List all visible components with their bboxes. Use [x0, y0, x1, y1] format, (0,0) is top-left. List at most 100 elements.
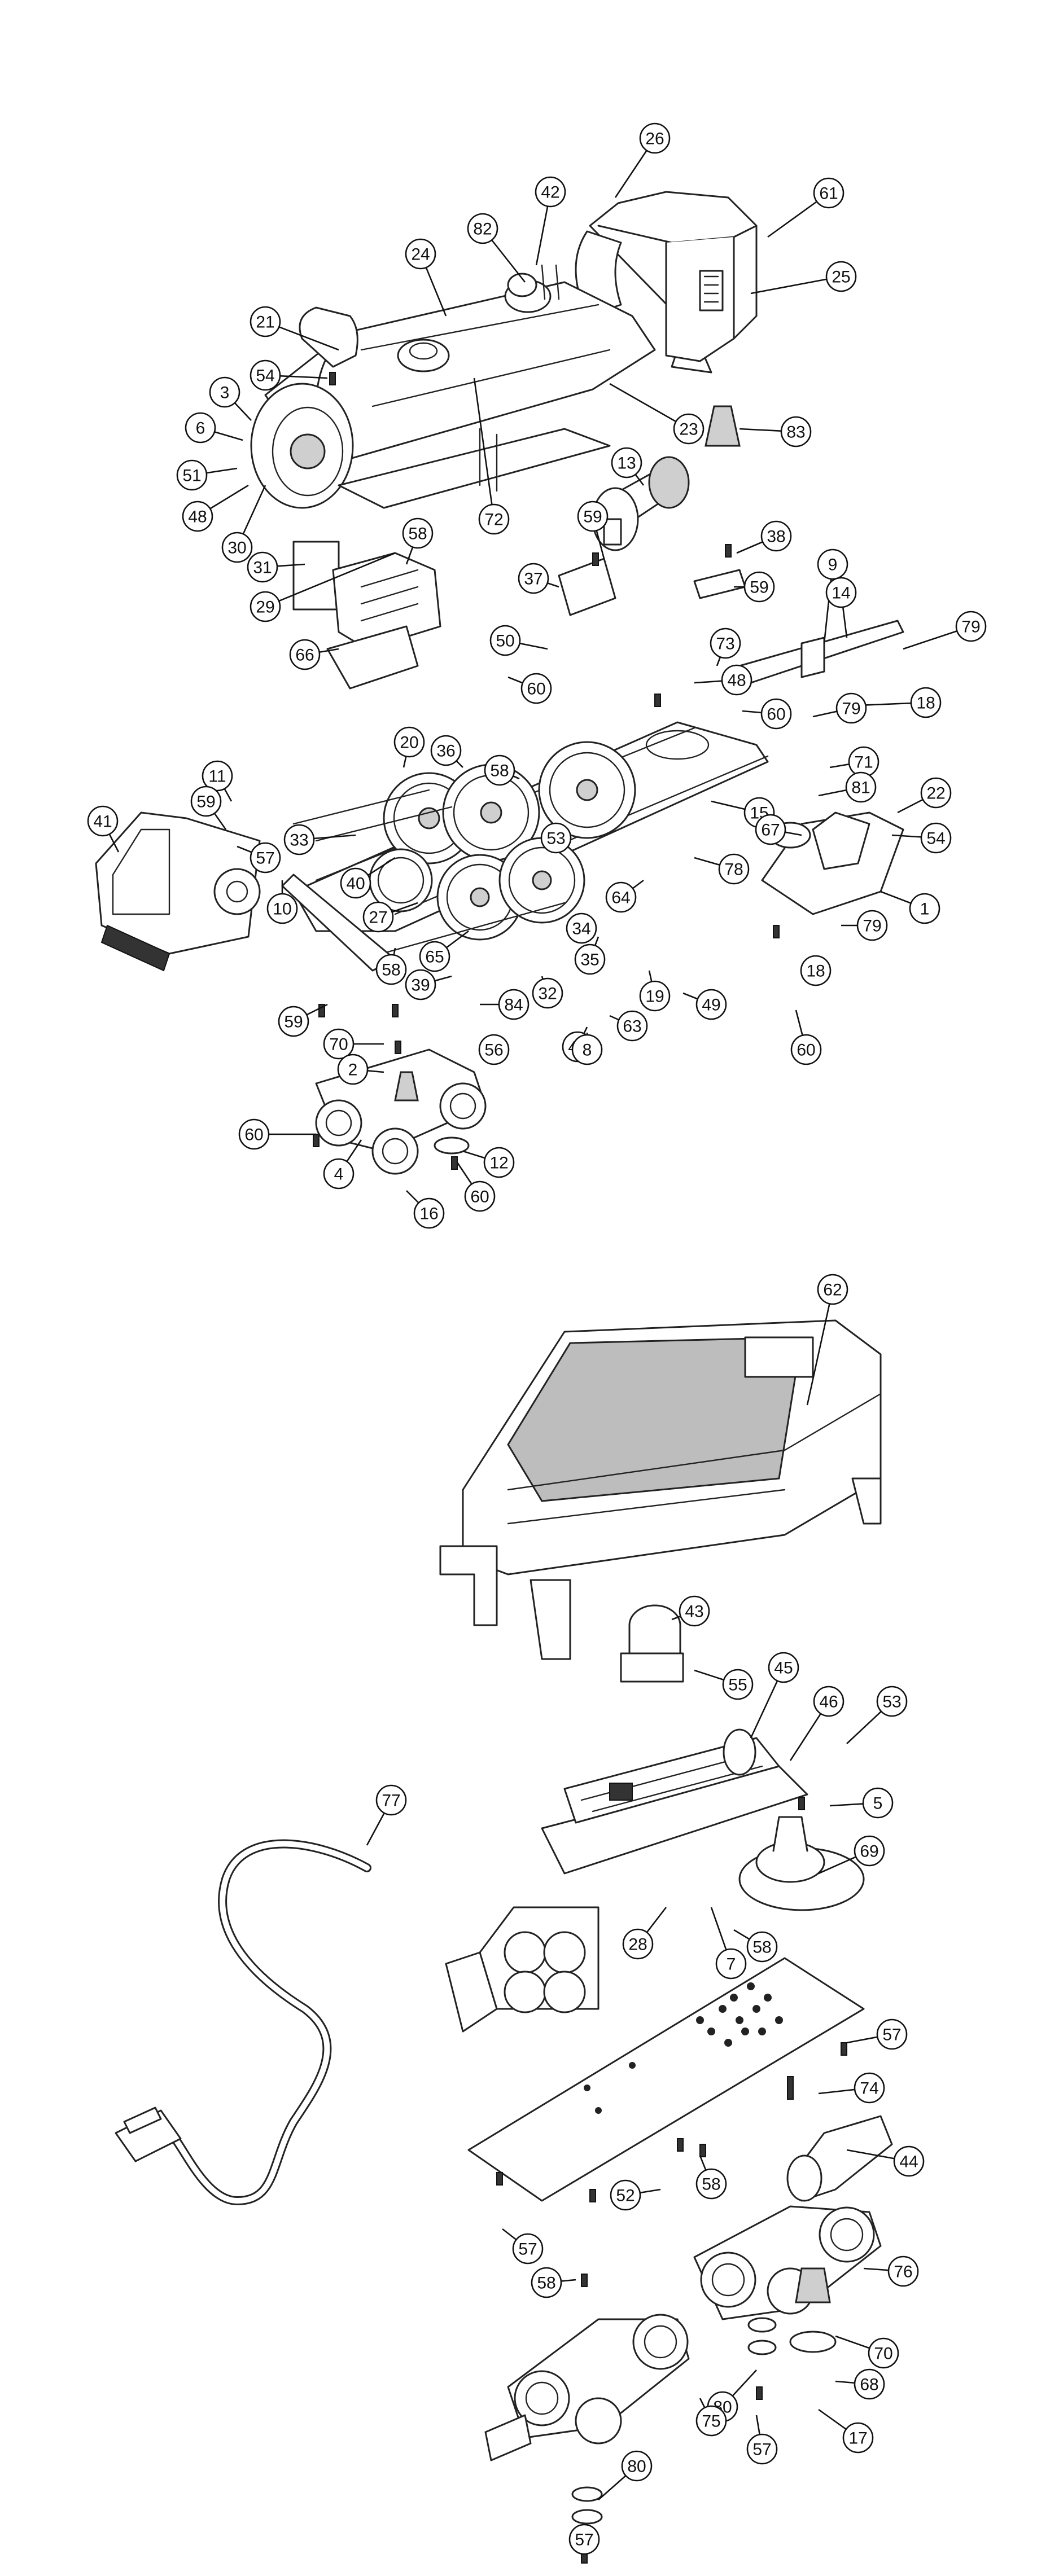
part-number-callout: 25: [825, 261, 857, 292]
callout-circle: [574, 943, 606, 975]
callout-circle: [825, 577, 857, 608]
callout-circle: [825, 261, 857, 292]
callout-circle: [185, 412, 216, 444]
screws: [313, 372, 847, 2564]
part-number-callout: 84: [498, 989, 530, 1020]
part-number-label: 36: [436, 742, 455, 761]
callout-circle: [718, 853, 750, 885]
part-number-callout: 70: [868, 2337, 899, 2369]
part-number-label: 25: [832, 268, 850, 287]
part-number-callout: 31: [247, 551, 278, 583]
part-number-callout: 35: [574, 943, 606, 975]
callout-circle: [362, 901, 394, 933]
part-number-callout: 38: [760, 520, 792, 552]
part-number-label: 82: [473, 220, 492, 239]
part-number-label: 57: [518, 2240, 537, 2259]
callout-circle: [920, 777, 952, 809]
callout-circle: [489, 625, 521, 656]
callout-circle: [845, 771, 877, 803]
part-number-callout: 32: [532, 977, 563, 1009]
callout-circle: [800, 955, 832, 986]
part-number-label: 32: [538, 985, 557, 1003]
callout-circle: [405, 969, 436, 1000]
callout-circle: [876, 2018, 908, 2050]
part-number-callout: 2: [337, 1054, 369, 1085]
part-number-label: 34: [572, 920, 590, 938]
part-number-label: 40: [346, 875, 365, 893]
callout-circle: [402, 517, 434, 549]
part-number-callout: 69: [854, 1835, 885, 1867]
part-number-label: 43: [685, 1603, 703, 1621]
part-number-label: 68: [860, 2376, 878, 2394]
part-number-label: 23: [679, 420, 698, 439]
callout-circle: [221, 532, 253, 563]
part-number-callout: 57: [250, 842, 281, 874]
part-number-callout: 3: [209, 376, 240, 408]
part-number-callout: 53: [540, 822, 572, 854]
part-number-label: 16: [419, 1205, 438, 1223]
callout-circle: [679, 1595, 710, 1627]
part-number-label: 29: [256, 598, 274, 617]
part-number-callout: 60: [790, 1034, 822, 1065]
part-number-callout: 83: [780, 416, 812, 447]
part-number-callout: 78: [718, 853, 750, 885]
part-number-label: 63: [623, 1017, 641, 1036]
callout-circle: [790, 1034, 822, 1065]
callout-circle: [340, 867, 371, 899]
leader-line: [806, 1289, 834, 1406]
part-number-callout: 26: [639, 122, 671, 154]
part-number-label: 69: [860, 1842, 878, 1861]
part-number-label: 80: [627, 2457, 646, 2476]
part-number-label: 55: [728, 1676, 747, 1695]
part-number-callout: 67: [755, 814, 786, 845]
part-number-label: 20: [400, 734, 418, 752]
motor: [592, 456, 690, 551]
callout-circle: [483, 1147, 515, 1178]
callout-circle: [856, 910, 888, 941]
part-number-callout: 19: [639, 980, 671, 1012]
part-number-label: 37: [524, 570, 542, 589]
part-number-callout: 48: [182, 501, 213, 532]
callout-circle: [746, 2433, 778, 2465]
callout-circle: [518, 563, 549, 594]
callout-circle: [512, 2233, 544, 2265]
callout-circle: [323, 1028, 355, 1060]
callout-circle: [621, 2450, 653, 2482]
callout-circle: [209, 376, 240, 408]
part-number-callout: 57: [746, 2433, 778, 2465]
part-number-label: 6: [196, 419, 205, 438]
part-number-label: 59: [284, 1013, 303, 1032]
part-number-label: 54: [926, 830, 945, 848]
callout-circle: [817, 1274, 848, 1305]
callout-circle: [893, 2145, 925, 2177]
part-number-label: 18: [916, 694, 935, 713]
part-number-callout: 39: [405, 969, 436, 1000]
part-number-label: 60: [244, 1126, 263, 1144]
part-number-callout: 18: [910, 687, 942, 718]
part-number-callout: 79: [835, 692, 867, 724]
part-number-label: 53: [882, 1693, 901, 1712]
callout-circle: [202, 760, 233, 792]
callout-circle: [768, 1652, 799, 1683]
part-number-callout: 74: [854, 2072, 885, 2104]
part-number-label: 2: [348, 1061, 358, 1079]
part-number-label: 8: [583, 1041, 592, 1060]
callout-circle: [467, 213, 498, 244]
part-number-callout: 68: [854, 2368, 885, 2400]
part-number-callout: 79: [955, 611, 987, 642]
callout-circle: [405, 238, 436, 270]
part-number-callout: 54: [250, 359, 281, 391]
part-number-callout: 82: [467, 213, 498, 244]
part-number-callout: 66: [289, 639, 321, 670]
part-number-label: 58: [702, 2175, 720, 2194]
part-number-label: 58: [752, 1938, 771, 1957]
part-number-callout: 64: [605, 881, 637, 913]
part-number-callout: 58: [746, 1931, 778, 1963]
part-number-callout: 54: [920, 822, 952, 854]
callout-circle: [695, 2168, 727, 2200]
part-number-callout: 4: [323, 1158, 355, 1190]
callout-circle: [842, 2422, 874, 2454]
part-number-label: 28: [628, 1936, 647, 1954]
callout-circle: [722, 1669, 754, 1700]
part-number-callout: 58: [402, 517, 434, 549]
